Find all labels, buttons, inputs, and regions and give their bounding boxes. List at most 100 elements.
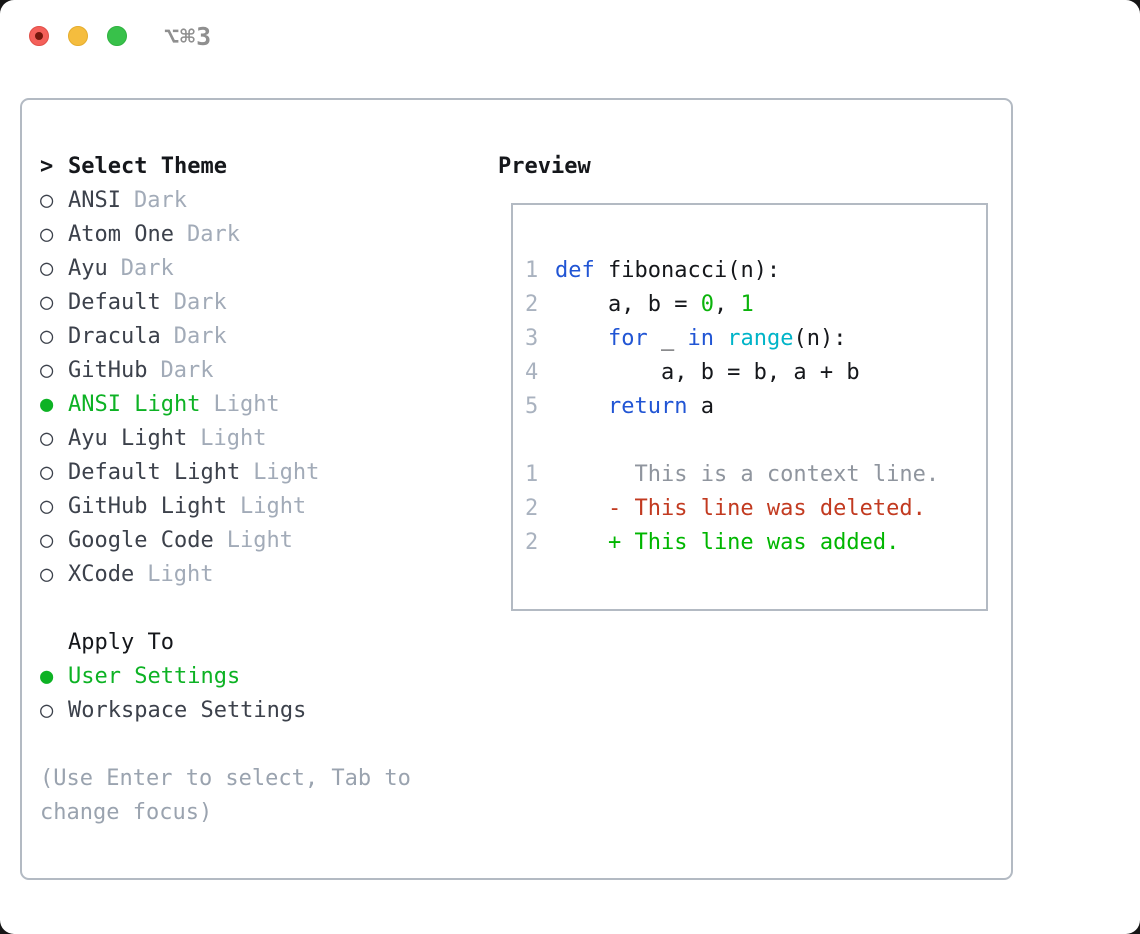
theme-name: Default Light — [68, 460, 241, 485]
line-number: 2 — [525, 292, 539, 317]
radio-icon: ○ — [40, 358, 54, 383]
spacer — [40, 592, 472, 626]
theme-variant-tag: Light — [239, 494, 307, 519]
code-token: _ — [647, 326, 688, 351]
close-button[interactable] — [29, 26, 49, 46]
theme-variant-tag: Light — [213, 392, 280, 417]
apply-to-indent — [40, 626, 68, 660]
radio-icon: ○ — [40, 528, 54, 553]
code-token: def — [555, 258, 595, 283]
line-number: 5 — [525, 394, 539, 419]
radio-icon: ○ — [40, 426, 54, 451]
code-token — [555, 394, 608, 419]
theme-name: Google Code — [68, 528, 214, 553]
theme-name: ANSI Light — [68, 392, 201, 417]
theme-name: Ayu — [68, 256, 108, 281]
radio-icon: ○ — [40, 494, 54, 519]
theme-variant-tag: Light — [226, 528, 293, 553]
apply-option-label: User Settings — [68, 664, 241, 689]
line-number: 4 — [525, 360, 539, 385]
theme-list-header: > Select Theme — [40, 150, 472, 184]
apply-option[interactable]: ● User Settings — [40, 660, 472, 694]
theme-variant-tag: Dark — [120, 256, 174, 281]
apply-to-header: Apply To — [40, 626, 472, 660]
theme-variant-tag: Dark — [186, 222, 240, 247]
code-token: in — [687, 326, 714, 351]
theme-name: Atom One — [68, 222, 174, 247]
diff-text: - This line was deleted. — [555, 496, 926, 521]
apply-to-title: Apply To — [68, 630, 174, 655]
help-text: (Use Enter to select, Tab to change focu… — [40, 766, 411, 825]
theme-variant-tag: Dark — [160, 358, 214, 383]
diff-line-context: 1 This is a context line. — [525, 458, 986, 492]
window-titlebar: ⌥⌘3 — [0, 0, 1140, 72]
code-token — [555, 326, 608, 351]
code-line: 2 a, b = 0, 1 — [525, 288, 986, 322]
theme-name: GitHub Light — [68, 494, 227, 519]
code-token: for — [607, 326, 648, 351]
theme-name: Ayu Light — [68, 426, 188, 451]
code-token — [714, 326, 727, 351]
theme-variant-tag: Light — [147, 562, 214, 587]
code-token: fibonacci(n): — [594, 258, 781, 283]
theme-list-item[interactable]: ○ Ayu Light Light — [40, 422, 472, 456]
code-token: 1 — [740, 292, 754, 317]
theme-variant-tag: Dark — [133, 188, 187, 213]
unsaved-dot-icon — [35, 32, 43, 40]
theme-variant-tag: Light — [200, 426, 267, 451]
radio-selected-icon: ● — [40, 392, 54, 417]
theme-variant-tag: Dark — [173, 324, 227, 349]
code-token: range — [727, 326, 794, 351]
theme-name: Default — [68, 290, 161, 315]
code-line: 1 def fibonacci(n): — [525, 254, 986, 288]
diff-line-added: 2 + This line was added. — [525, 526, 986, 560]
diff-sample: 1 This is a context line.2 - This line w… — [525, 458, 986, 560]
code-token: 0 — [700, 292, 714, 317]
radio-icon: ○ — [40, 222, 54, 247]
theme-list-item[interactable]: ○ Google Code Light — [40, 524, 472, 558]
preview-title: Preview — [498, 154, 591, 179]
code-token: a, b = b, a + b — [555, 360, 860, 385]
spacer — [40, 728, 472, 762]
radio-selected-icon: ● — [40, 664, 54, 689]
code-token: a, b = — [555, 292, 701, 317]
theme-variant-tag: Dark — [173, 290, 227, 315]
apply-option[interactable]: ○ Workspace Settings — [40, 694, 472, 728]
code-line: 4 a, b = b, a + b — [525, 356, 986, 390]
theme-list-title: Select Theme — [68, 154, 227, 179]
minimize-button[interactable] — [68, 26, 88, 46]
apply-option-label: Workspace Settings — [68, 698, 307, 723]
theme-name: Dracula — [68, 324, 161, 349]
theme-list-item[interactable]: ● ANSI Light Light — [40, 388, 472, 422]
radio-icon: ○ — [40, 460, 54, 485]
cursor-icon: > — [40, 154, 54, 179]
theme-list-item[interactable]: ○ Atom One Dark — [40, 218, 472, 252]
radio-icon: ○ — [40, 698, 54, 723]
zoom-button[interactable] — [107, 26, 127, 46]
apply-options-list: ● User Settings ○ Workspace Settings — [40, 660, 472, 728]
code-token: return — [607, 394, 688, 419]
theme-name: ANSI — [68, 188, 121, 213]
line-number: 2 — [525, 530, 539, 555]
line-number: 3 — [525, 326, 539, 351]
code-token: (n): — [793, 326, 847, 351]
theme-name: XCode — [68, 562, 135, 587]
code-line: 3 for _ in range(n): — [525, 322, 986, 356]
theme-list-item[interactable]: ○ GitHub Light Light — [40, 490, 472, 524]
diff-line-deleted: 2 - This line was deleted. — [525, 492, 986, 526]
code-token: , — [713, 292, 741, 317]
line-number: 1 — [525, 258, 539, 283]
